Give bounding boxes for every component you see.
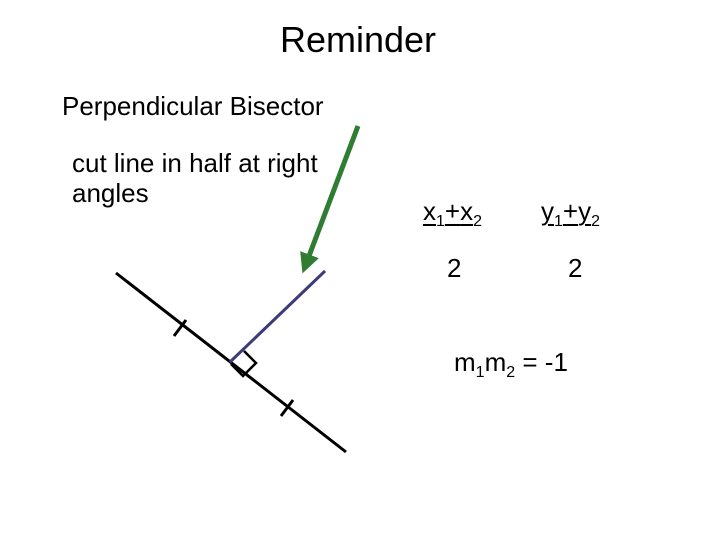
x2-var: x — [460, 196, 474, 226]
midpoint-y-numerator: y1+y2 — [541, 196, 600, 230]
x1-subscript: 1 — [436, 213, 445, 230]
pointer-arrow — [300, 125, 361, 274]
y1-var: y — [541, 196, 554, 226]
slide-title: Reminder — [279, 19, 437, 60]
y-plus-sign: + — [562, 196, 579, 226]
right-angle-marker — [230, 350, 258, 378]
m1-var: m — [454, 347, 476, 377]
midpoint-x-denominator: 2 — [447, 253, 462, 283]
definition-text: cut line in half at right angles — [72, 148, 318, 208]
y1-subscript: 1 — [554, 213, 563, 230]
tick-mark-right — [279, 399, 295, 417]
y2-var: y — [578, 196, 592, 226]
tick-mark-left — [172, 319, 188, 337]
gradient-rule-rhs: = -1 — [515, 347, 568, 377]
y2-subscript: 2 — [591, 213, 600, 230]
perpendicular-bisector-line — [228, 269, 327, 364]
m2-var: m — [484, 347, 507, 377]
x2-subscript: 2 — [473, 213, 482, 230]
m1-subscript: 1 — [475, 364, 485, 381]
m2-subscript: 2 — [506, 364, 516, 381]
x1-var: x — [423, 196, 436, 226]
slide-subtitle: Perpendicular Bisector — [62, 91, 324, 121]
midpoint-y-denominator: 2 — [568, 253, 583, 283]
gradient-product-rule: m1m2 = -1 — [454, 347, 568, 381]
midpoint-x-numerator: x1+x2 — [423, 196, 482, 230]
x-plus-sign: + — [444, 196, 461, 226]
